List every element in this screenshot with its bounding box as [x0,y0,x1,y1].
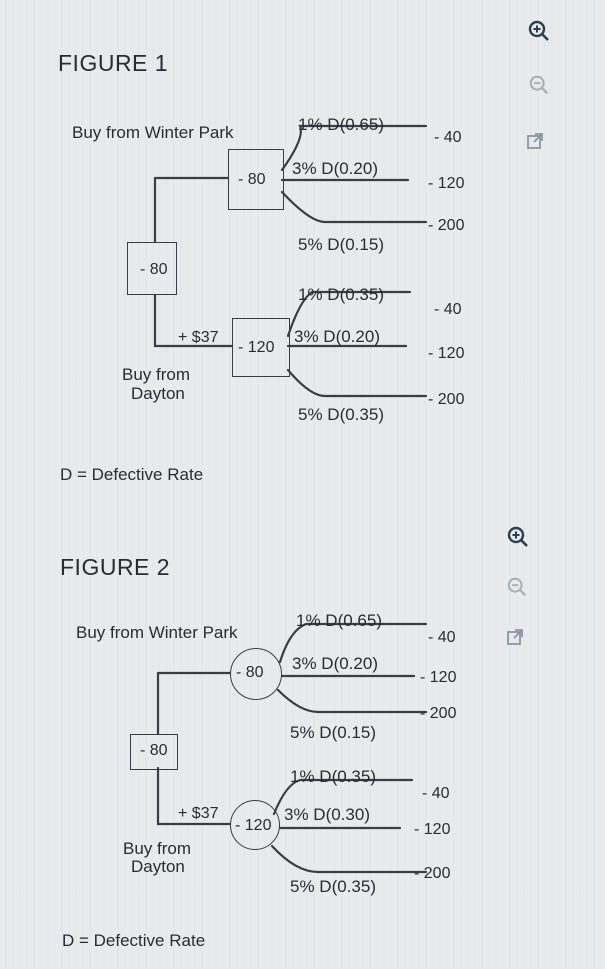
f2-outcome-6: - 200 [414,865,451,882]
f1-branch-4 [286,290,412,338]
f1-winter-edge [153,176,230,244]
f2-outcome-4: - 40 [422,785,450,802]
open-external-icon[interactable] [502,624,528,650]
f2-branch-1 [278,622,428,664]
f2-bottom-node-value: - 120 [235,817,272,834]
f2-top-node-value: - 80 [236,664,264,681]
f2-branch-label-1: 1% D(0.65) [296,611,382,630]
f1-bottom-node [232,318,290,377]
f1-top-node [228,149,284,210]
f2-branch-label-2: 3% D(0.20) [292,654,378,673]
f2-dayton-edge [156,766,232,826]
f1-winter-label: Buy from Winter Park [72,123,234,142]
f1-outcome-1: - 40 [434,129,462,146]
f1-bottom-node-value: - 120 [238,339,275,356]
zoom-out-icon[interactable] [526,72,552,98]
f2-root-value: - 80 [140,742,168,759]
f2-branch-label-3: 5% D(0.15) [290,723,376,742]
f1-branch-label-3: 5% D(0.15) [298,235,384,254]
f2-root-decision-node [130,734,178,770]
f1-outcome-3: - 200 [428,217,465,234]
f2-plus37: + $37 [178,805,219,822]
zoom-in-icon[interactable] [526,18,552,44]
f1-dayton-edge [153,293,234,348]
f1-legend: D = Defective Rate [60,465,204,484]
f2-winter-edge [156,671,232,736]
f1-dayton-label-1: Buy from [122,365,191,384]
f1-branch-1 [280,124,428,172]
f1-dayton-label-2: Dayton [131,384,185,403]
open-external-icon[interactable] [522,128,548,154]
f2-branch-label-4: 1% D(0.35) [290,767,376,786]
f2-outcome-3: - 200 [420,705,457,722]
f2-branch-label-6: 5% D(0.35) [290,877,376,896]
f1-outcome-4: - 40 [434,301,462,318]
f1-outcome-2: - 120 [428,175,465,192]
f2-dayton-label-1: Buy from [123,839,192,858]
f2-bottom-chance-node [230,800,280,850]
f2-branch-label-5: 3% D(0.30) [284,805,370,824]
f1-outcome-6: - 200 [428,391,465,408]
f1-plus37: + $37 [178,329,219,346]
figure-1-title: FIGURE 1 [58,50,169,76]
f2-winter-label: Buy from Winter Park [76,623,238,642]
f2-top-chance-node [230,648,282,700]
f1-top-node-value: - 80 [238,171,266,188]
f2-outcome-5: - 120 [414,821,451,838]
f1-branch-label-2: 3% D(0.20) [292,159,378,178]
f1-root-value: - 80 [140,261,168,278]
f1-branch-label-6: 5% D(0.35) [298,405,384,424]
f2-branch-4 [272,778,414,816]
zoom-in-icon[interactable] [505,524,531,550]
f1-outcome-5: - 120 [428,345,465,362]
f2-outcome-2: - 120 [420,669,457,686]
f2-branch-6 [270,844,428,874]
f1-branch-label-4: 1% D(0.35) [298,285,384,304]
f1-branch-label-5: 3% D(0.20) [294,327,380,346]
f1-branch-label-1: 1% D(0.65) [298,115,384,134]
f2-dayton-label-2: Dayton [131,857,185,876]
f2-outcome-1: - 40 [428,629,456,646]
figure-2-title: FIGURE 2 [60,554,171,580]
f2-legend: D = Defective Rate [62,931,206,950]
f1-branch-3 [280,190,428,224]
f1-root-decision-node [127,242,177,295]
f1-branch-6 [286,368,428,398]
f2-branch-3 [276,688,428,714]
zoom-out-icon[interactable] [504,574,530,600]
